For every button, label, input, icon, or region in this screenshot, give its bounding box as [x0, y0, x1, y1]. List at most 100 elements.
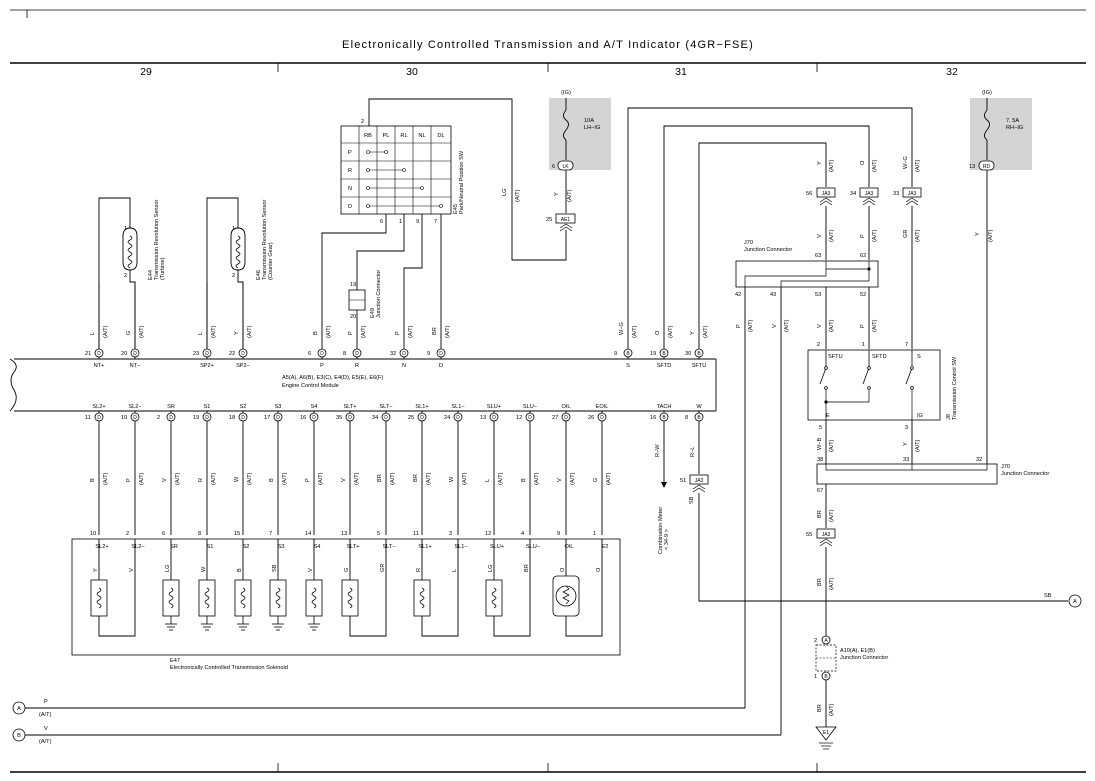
ecm-top-pin-6-at: (A/T) — [361, 325, 367, 338]
e45-bottom-pin-7: 7 — [434, 219, 437, 225]
solenoid-pin-13-number: 4 — [521, 531, 524, 537]
j70-wire-v2: V — [772, 324, 778, 328]
ref-a-sb-color: SB — [1044, 593, 1052, 599]
oil-sensor-ring — [555, 585, 577, 607]
ecm-bottom-pin-12-color: L — [485, 479, 491, 482]
j70-pin62: 62 — [860, 253, 866, 259]
ref-a-color: P — [44, 699, 48, 705]
a10-wire-at: (A/T) — [829, 577, 835, 590]
ecm-bottom-pin-14-color: V — [557, 478, 563, 482]
j8-pin3: 3 — [905, 425, 908, 431]
fuse1-pin: 6 — [552, 164, 555, 170]
ecm-bottom-pin-6-number: 17 — [264, 415, 270, 421]
j70b-pin67: 67 — [817, 488, 823, 494]
oil-sensor-thermistor — [562, 585, 570, 605]
ground-wire-at: (A/T) — [829, 703, 835, 716]
j70-wire-gr: GR — [903, 230, 909, 238]
ecm-bottom-pin-3-letter: D — [169, 415, 173, 421]
j70b-pin32: 32 — [976, 457, 982, 463]
ecm-bottom-pin-15-at: (A/T) — [606, 472, 612, 485]
ecm-top-pin-4-color: Y — [234, 331, 240, 335]
ecm-bottom-pin-5-label: S2 — [240, 404, 247, 410]
ecm-top-pin-9-label: S — [626, 363, 630, 369]
j8-name: Transmission Control SW — [952, 356, 958, 420]
solenoid-pin-6-color: SB — [272, 564, 278, 572]
e46-pin2: 2 — [232, 273, 235, 279]
j70b-code: J70 — [1001, 464, 1010, 470]
j8-pin1: 1 — [862, 342, 865, 348]
j70-wire-v2-at: (A/T) — [784, 319, 790, 332]
ecm-top-pin-3-letter: D — [205, 351, 209, 357]
solenoid-pin-12-label: SLU+ — [490, 544, 504, 550]
column-31: 31 — [675, 66, 687, 78]
ja3-56-pin: 56 — [806, 191, 812, 197]
ecm-bottom-pin-8-label: SLT+ — [343, 404, 356, 410]
ja3-55-at: (A/T) — [829, 509, 835, 522]
ecm-bottom-pin-8-letter: D — [348, 415, 352, 421]
j70-junction-upper: J70 Junction Connector 63 62 42 43 53 52… — [735, 240, 879, 735]
e49-pin19: 19 — [350, 282, 356, 288]
fuse2-rating: 7. 5A — [1006, 118, 1019, 124]
solenoid-single-3-body — [234, 579, 252, 617]
ja3-51-pin: 51 — [680, 478, 686, 484]
solenoid-pin-5-number: 15 — [234, 531, 240, 537]
ja3-33-code: JA3 — [908, 191, 917, 197]
e46-name: Transmission Revolution Sensor — [262, 200, 268, 280]
ecm-bottom-pin-1-letter: D — [97, 415, 101, 421]
j70-code: J70 — [744, 240, 753, 246]
j70-junction-lower: W−B (A/T) Y (A/T) 38 33 32 67 J70 Juncti… — [806, 420, 1049, 636]
ae1-color-y: Y — [554, 192, 560, 196]
ecm-bottom-pin-8-color: V — [341, 478, 347, 482]
ja3-56-at: (A/T) — [829, 159, 835, 172]
j8-sftd: SFTD — [872, 354, 887, 360]
ae1-code: AE1 — [561, 217, 571, 223]
ecm-bottom-pins: SL2+D11B(A/T)SL2−D10P(A/T)SRD2V(A/T)S1D1… — [85, 404, 704, 535]
solenoid-pin-11-number: 3 — [449, 531, 452, 537]
ecm-top-pin-5-color: B — [313, 331, 319, 335]
fuse2-pin: 13 — [969, 164, 975, 170]
ecm-bottom-pin-16-color: R−W — [655, 444, 661, 457]
ecm-top-pin-11-label: SFTU — [692, 363, 707, 369]
ecm-bottom-pin-7-number: 16 — [300, 415, 306, 421]
e46-sensor: 1 2 E46 Transmission Revolution Sensor (… — [206, 197, 274, 348]
solenoid-pair-2-return — [349, 539, 387, 637]
e45-bottom-pin-9: 9 — [416, 219, 419, 225]
solenoid-pin-13-label: SLU− — [526, 544, 540, 550]
e44-code: E44 — [148, 270, 154, 280]
j8-pin5: 5 — [819, 425, 822, 431]
ref-b-color: V — [44, 726, 48, 732]
solenoid-single-2-coil — [204, 587, 210, 609]
e49-pin20: 20 — [350, 314, 356, 320]
solenoid-pair-1-coil — [96, 587, 102, 609]
ecm-top-pin-7-at: (A/T) — [408, 325, 414, 338]
ja3-51-code: JA3 — [695, 478, 704, 484]
ecm-bottom-pin-11-at: (A/T) — [462, 472, 468, 485]
ecm-bottom-pin-11-number: 24 — [444, 415, 450, 421]
fuse2-wire-color: Y — [975, 232, 981, 236]
ecm-top-pin-9-color: W−G — [619, 322, 625, 335]
ecm-bottom-pin-16-letter: B — [662, 415, 666, 421]
ecm-bottom-pin-2-letter: D — [133, 415, 137, 421]
ecm-bottom-pin-2-label: SL2− — [128, 404, 141, 410]
ecm-bottom-pin-11-color: W — [449, 476, 455, 482]
solenoid-pin-8-number: 13 — [341, 531, 347, 537]
ecm-bottom-pin-10-letter: D — [420, 415, 424, 421]
ae1-at-2: (A/T) — [567, 189, 573, 202]
ecm-top-pin-6-number: 8 — [343, 351, 346, 357]
ecm-bottom-pin-9-number: 34 — [372, 415, 378, 421]
ecm-top-pin-10-at: (A/T) — [668, 325, 674, 338]
ecm-bottom-pin-7-at: (A/T) — [318, 472, 324, 485]
ecm-bottom-pin-3-number: 2 — [157, 415, 160, 421]
e44-name: Transmission Revolution Sensor — [154, 200, 160, 280]
ecm-top-pin-11-number: 30 — [685, 351, 691, 357]
solenoid-single-5-coil — [311, 587, 317, 609]
e46-code: E46 — [256, 270, 262, 280]
ja3-55-code: JA3 — [822, 532, 831, 538]
ecm-bottom-pin-15-color: G — [593, 478, 599, 482]
solenoid-pin-2-label: SL2− — [131, 544, 144, 550]
ecm-bottom-pin-5-letter: D — [241, 415, 245, 421]
ecm-bottom-pin-8-at: (A/T) — [354, 472, 360, 485]
ja3-33-color: W−G — [903, 156, 909, 169]
ecm-bottom-pin-4-color: R — [198, 478, 204, 482]
ecm-bottom-pin-2-number: 10 — [121, 415, 127, 421]
